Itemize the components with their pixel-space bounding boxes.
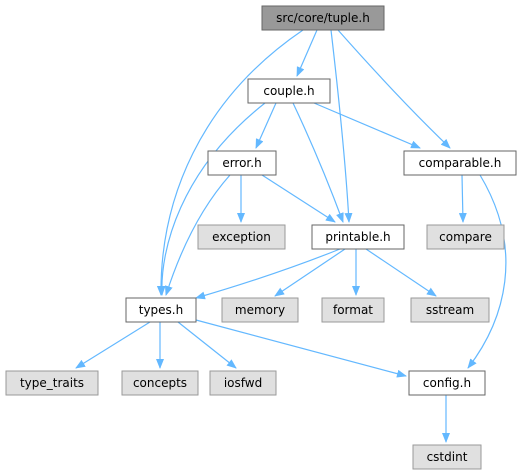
node-box-compare — [426, 224, 505, 250]
edge-comparable-to-compare — [458, 174, 467, 223]
edge-types-to-iosfwd — [177, 321, 237, 369]
node-exception: exception — [197, 224, 286, 250]
node-box-config — [408, 370, 486, 396]
node-couple[interactable]: couple.h — [247, 78, 331, 104]
node-label-concepts: concepts — [133, 376, 187, 390]
node-label-memory: memory — [235, 303, 285, 317]
nodes-layer: src/core/tuple.h couple.h error.h comparabl… — [5, 5, 517, 470]
node-label-tuple: src/core/tuple.h — [276, 11, 370, 25]
node-box-concepts — [121, 370, 199, 396]
edge-tuple-to-types — [156, 29, 304, 296]
node-box-memory — [221, 297, 299, 323]
node-label-types: types.h — [139, 303, 183, 317]
edge-printable-to-types — [195, 248, 341, 300]
edges-layer — [75, 29, 507, 443]
node-label-printable: printable.h — [325, 230, 390, 244]
node-iosfwd: iosfwd — [209, 370, 277, 396]
node-label-exception: exception — [212, 230, 271, 244]
node-label-config: config.h — [423, 376, 471, 390]
node-printable[interactable]: printable.h — [311, 224, 405, 250]
node-box-comparable — [403, 150, 517, 176]
node-box-types — [125, 297, 197, 323]
node-box-exception — [197, 224, 286, 250]
node-box-printable — [311, 224, 405, 250]
node-type-traits: type_traits — [5, 370, 99, 396]
edge-types-to-config — [195, 319, 407, 378]
edge-error-to-printable — [261, 174, 336, 223]
edge-couple-to-comparable — [313, 102, 421, 149]
edge-types-to-type-traits — [75, 321, 151, 369]
node-label-error: error.h — [222, 156, 261, 170]
edge-printable-to-sstream — [365, 248, 437, 297]
node-label-comparable: comparable.h — [419, 156, 502, 170]
node-box-type-traits — [5, 370, 99, 396]
edge-comparable-to-config — [467, 174, 507, 369]
edge-couple-to-printable — [292, 102, 344, 223]
edge-couple-to-types — [157, 102, 266, 296]
node-box-couple — [247, 78, 331, 104]
node-tuple[interactable]: src/core/tuple.h — [261, 5, 385, 31]
node-box-cstdint — [412, 444, 482, 470]
edge-tuple-to-comparable — [337, 29, 451, 149]
node-box-sstream — [410, 297, 490, 323]
node-config[interactable]: config.h — [408, 370, 486, 396]
node-concepts: concepts — [121, 370, 199, 396]
node-label-sstream: sstream — [426, 303, 474, 317]
edge-tuple-to-couple — [296, 29, 318, 77]
node-sstream: sstream — [410, 297, 490, 323]
edge-couple-to-error — [255, 102, 277, 149]
node-label-couple: couple.h — [263, 84, 314, 98]
node-box-tuple — [261, 5, 385, 31]
node-label-iosfwd: iosfwd — [224, 376, 262, 390]
node-cstdint: cstdint — [412, 444, 482, 470]
edge-tuple-to-printable — [330, 29, 353, 223]
node-label-format: format — [333, 303, 373, 317]
node-label-cstdint: cstdint — [427, 450, 468, 464]
node-box-error — [207, 150, 277, 176]
node-label-compare: compare — [439, 230, 492, 244]
node-box-iosfwd — [209, 370, 277, 396]
node-format: format — [321, 297, 385, 323]
node-memory: memory — [221, 297, 299, 323]
node-types[interactable]: types.h — [125, 297, 197, 323]
node-label-type-traits: type_traits — [20, 376, 84, 390]
edge-error-to-types — [164, 174, 231, 296]
node-error[interactable]: error.h — [207, 150, 277, 176]
node-comparable[interactable]: comparable.h — [403, 150, 517, 176]
node-compare: compare — [426, 224, 505, 250]
edge-printable-to-memory — [274, 248, 346, 297]
node-box-format — [321, 297, 385, 323]
